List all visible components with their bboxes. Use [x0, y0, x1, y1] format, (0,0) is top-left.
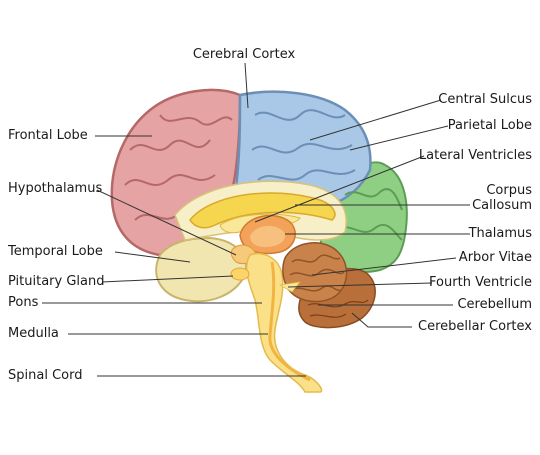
- leader-central-sulcus: [309, 99, 442, 141]
- leader-temporal-lobe: [114, 251, 191, 263]
- label-pons: Pons: [8, 295, 39, 310]
- parietal-gyri: [251, 109, 356, 181]
- corpus-callosum: [189, 192, 336, 229]
- label-medulla: Medulla: [8, 326, 59, 341]
- label-hypothalamus: Hypothalamus: [8, 181, 103, 196]
- brainstem: [245, 252, 323, 393]
- label-thalamus: Thalamus: [468, 226, 532, 241]
- leader-cerebral-cortex: [244, 62, 249, 109]
- label-corpus-callosum-line1: Corpus: [486, 183, 532, 198]
- leader-lateral-ventricles: [254, 155, 425, 223]
- label-arbor-vitae: Arbor Vitae: [458, 250, 532, 265]
- label-cerebellar-cortex: Cerebellar Cortex: [418, 319, 532, 334]
- label-frontal-lobe: Frontal Lobe: [8, 128, 88, 143]
- label-cerebral-cortex: Cerebral Cortex: [192, 47, 296, 62]
- leader-cerebellar-cortex: [351, 312, 412, 328]
- label-spinal-cord: Spinal Cord: [8, 368, 83, 383]
- leader-fourth-ventricle: [287, 282, 433, 288]
- label-central-sulcus: Central Sulcus: [438, 92, 532, 107]
- leader-pituitary-gland: [101, 275, 234, 283]
- temporal-lobe: [155, 236, 247, 303]
- leader-parietal-lobe: [349, 125, 449, 151]
- label-temporal-lobe: Temporal Lobe: [8, 244, 103, 259]
- label-lateral-ventricles: Lateral Ventricles: [418, 148, 532, 163]
- cerebellar-folia: [307, 299, 369, 318]
- spinal-canal: [268, 261, 311, 382]
- label-fourth-ventricle: Fourth Ventricle: [429, 275, 532, 290]
- label-parietal-lobe: Parietal Lobe: [447, 118, 532, 133]
- label-pituitary-gland: Pituitary Gland: [8, 274, 105, 289]
- leader-arbor-vitae: [311, 257, 457, 276]
- pituitary-gland: [230, 267, 250, 281]
- arbor-vitae: [289, 254, 345, 292]
- label-cerebellum: Cerebellum: [457, 297, 532, 312]
- thalamus-inner: [250, 225, 286, 248]
- frontal-gyri: [124, 114, 233, 221]
- leader-hypothalamus: [96, 189, 237, 256]
- label-corpus-callosum-line2: Callosum: [472, 198, 532, 213]
